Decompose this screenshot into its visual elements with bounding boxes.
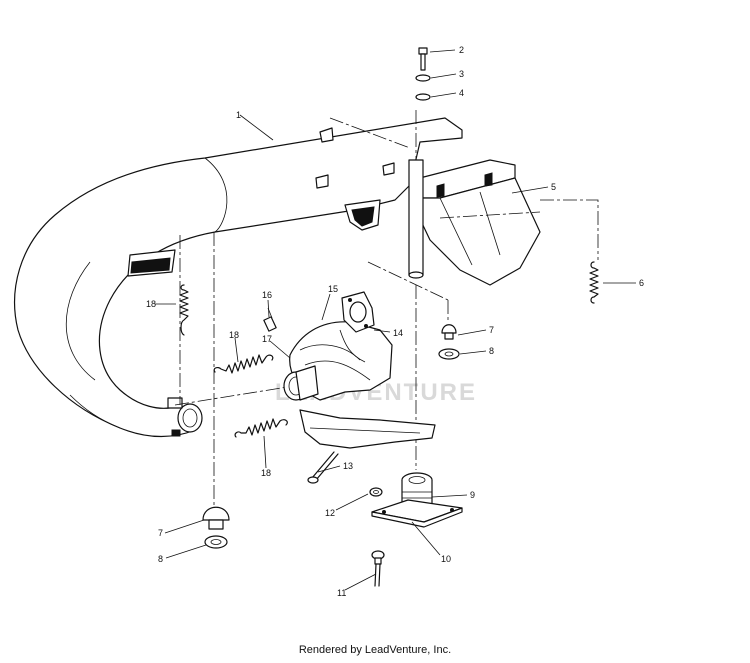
washer-part-3 bbox=[415, 74, 431, 82]
spring-part-6 bbox=[589, 261, 599, 304]
bolt-part-2 bbox=[418, 47, 428, 71]
callout-15: 15 bbox=[328, 284, 338, 294]
spring-part-18-middle bbox=[213, 354, 274, 374]
lower-heat-guard bbox=[299, 409, 436, 449]
washer-part-4 bbox=[415, 93, 431, 101]
callout-10: 10 bbox=[441, 554, 451, 564]
mount-plate-part-10 bbox=[371, 499, 463, 528]
exhaust-pipe-part-1 bbox=[14, 117, 463, 438]
callout-labels: 1 2 3 4 5 6 7 8 18 16 15 14 18 17 18 13 … bbox=[146, 45, 644, 598]
bolt-part-11 bbox=[371, 550, 385, 587]
callout-8-right: 8 bbox=[489, 346, 494, 356]
spring-part-18-upper bbox=[179, 284, 189, 336]
callout-18-middle: 18 bbox=[229, 330, 239, 340]
footer-credit: Rendered by LeadVenture, Inc. bbox=[298, 644, 452, 656]
callout-5: 5 bbox=[551, 182, 556, 192]
callout-12: 12 bbox=[325, 508, 335, 518]
callout-14: 14 bbox=[393, 328, 403, 338]
callout-3: 3 bbox=[459, 69, 464, 79]
grommet-part-7-left bbox=[202, 506, 230, 530]
callout-2: 2 bbox=[459, 45, 464, 55]
heat-shield-part-5 bbox=[409, 159, 541, 286]
washer-part-12 bbox=[369, 487, 383, 497]
callout-18-lower: 18 bbox=[261, 468, 271, 478]
rubber-mount-part-9 bbox=[401, 472, 433, 506]
mounting-post bbox=[408, 159, 424, 279]
bolt-part-13 bbox=[307, 451, 339, 484]
spring-part-18-lower bbox=[234, 418, 288, 438]
callout-7-right: 7 bbox=[489, 325, 494, 335]
callout-8-left: 8 bbox=[158, 554, 163, 564]
leader-lines bbox=[155, 49, 636, 591]
callout-9: 9 bbox=[470, 490, 475, 500]
callout-6: 6 bbox=[639, 278, 644, 288]
coupler-part-17 bbox=[283, 365, 319, 401]
stud-part-16 bbox=[263, 307, 277, 332]
callout-18-upper: 18 bbox=[146, 299, 156, 309]
manifold-flange-part-14 bbox=[341, 291, 375, 333]
callout-17: 17 bbox=[262, 334, 272, 344]
washer-part-8-left bbox=[204, 535, 228, 549]
callout-11: 11 bbox=[337, 588, 346, 598]
callout-4: 4 bbox=[459, 88, 464, 98]
callout-7-left: 7 bbox=[158, 528, 163, 538]
assembly-center-lines bbox=[174, 110, 599, 510]
washer-part-8-right bbox=[438, 348, 460, 360]
callout-13: 13 bbox=[343, 461, 353, 471]
callout-16: 16 bbox=[262, 290, 272, 300]
callout-1: 1 bbox=[236, 110, 241, 120]
grommet-part-7-right bbox=[441, 324, 457, 340]
